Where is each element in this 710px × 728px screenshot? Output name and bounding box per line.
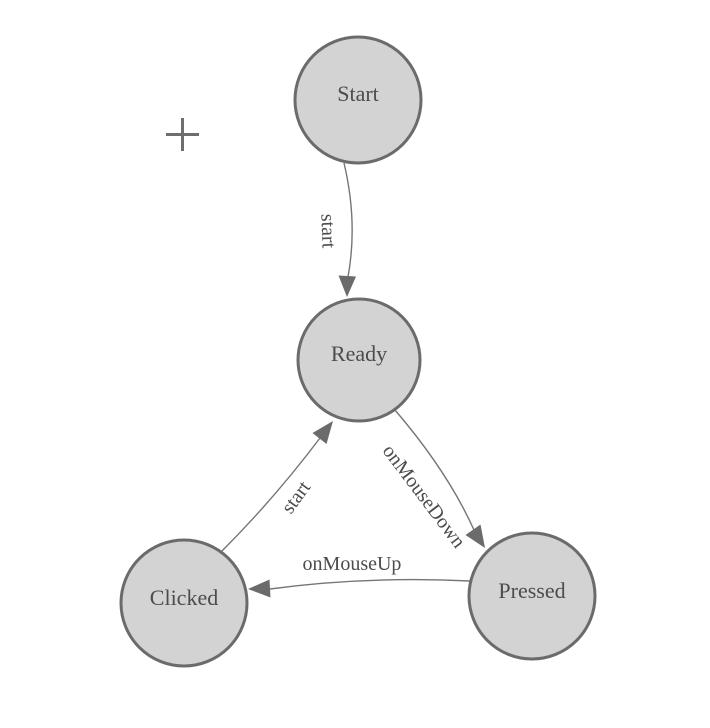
node-ready-label: Ready — [331, 341, 387, 366]
node-pressed-circle[interactable] — [467, 531, 597, 661]
edge-clicked-to-ready[interactable]: start — [220, 421, 333, 553]
node-start[interactable]: Start — [293, 35, 423, 165]
edge-label-onmousedown: onMouseDown — [378, 441, 470, 553]
arrowhead-icon — [338, 275, 356, 297]
arrowhead-icon — [312, 421, 333, 444]
node-pressed[interactable]: Pressed — [467, 531, 597, 661]
node-clicked[interactable]: Clicked — [119, 538, 249, 668]
edge-line[interactable] — [220, 437, 321, 553]
arrowhead-icon — [248, 579, 271, 598]
node-start-label: Start — [337, 81, 379, 106]
node-clicked-label: Clicked — [150, 585, 218, 610]
edge-line[interactable] — [269, 578, 471, 590]
node-ready[interactable]: Ready — [296, 297, 422, 423]
node-clicked-circle[interactable] — [119, 538, 249, 668]
edge-start-to-ready[interactable]: start — [316, 162, 356, 297]
node-start-circle[interactable] — [293, 35, 423, 165]
node-ready-circle[interactable] — [296, 297, 422, 423]
arrowhead-icon — [465, 524, 485, 548]
edge-label-start: start — [316, 213, 339, 249]
edge-pressed-to-clicked[interactable]: onMouseUp — [248, 553, 471, 598]
edge-label-onmouseup: onMouseUp — [303, 553, 402, 575]
node-pressed-label: Pressed — [498, 578, 565, 603]
edge-line[interactable] — [394, 409, 475, 531]
plus-crosshair-icon — [166, 118, 199, 151]
edge-line[interactable] — [343, 162, 353, 278]
edge-ready-to-pressed[interactable]: onMouseDown — [378, 409, 485, 553]
edge-label-start-2: start — [277, 477, 315, 518]
